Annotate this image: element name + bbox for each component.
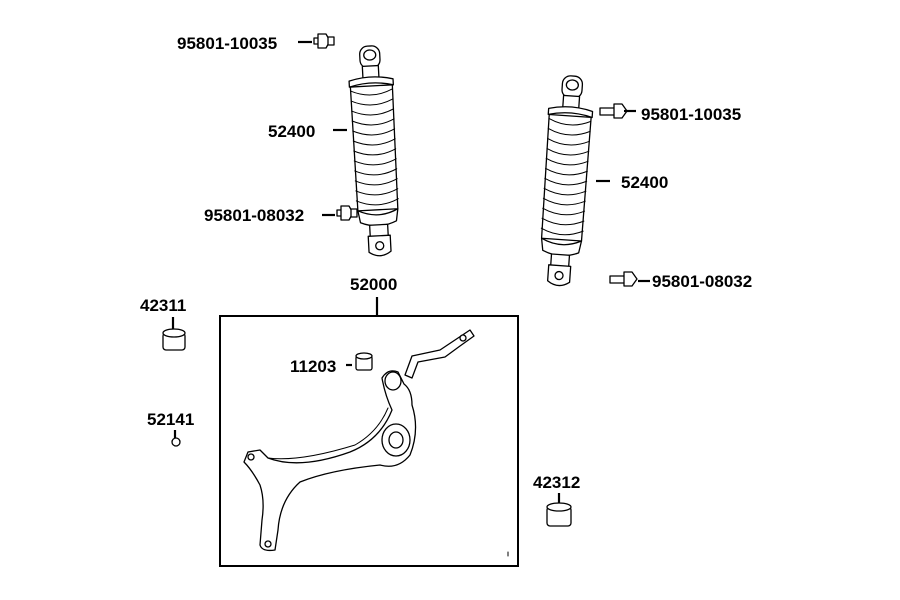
collar-42311-icon: [162, 328, 186, 351]
label-bracket-assembly: 52000: [350, 275, 397, 294]
label-collar-42311: 42311: [140, 296, 186, 315]
shock-absorber-right: [540, 75, 594, 287]
label-collar-11203: 11203: [290, 357, 336, 376]
bracket-icon: [243, 329, 475, 552]
label-nut-52141: 52141: [147, 410, 194, 429]
bolt-top-right-icon: [599, 103, 628, 119]
collar-11203-icon: [355, 352, 373, 371]
bracket-assembly-box: [219, 315, 519, 567]
bolt-bottom-left-icon: [336, 205, 358, 221]
nut-52141-icon: [171, 437, 181, 447]
label-shock-left: 52400: [268, 122, 315, 141]
label-shock-right: 52400: [621, 173, 668, 192]
label-bolt-bottom-right: 95801-08032: [652, 272, 752, 291]
label-collar-42312: 42312: [533, 473, 580, 492]
label-bolt-bottom-left: 95801-08032: [204, 206, 304, 225]
leader-lines: [171, 40, 650, 505]
shock-absorber-left: [348, 45, 399, 257]
label-bolt-top-left: 95801-10035: [177, 34, 277, 53]
bolt-bottom-right-icon: [609, 271, 638, 287]
label-bolt-top-right: 95801-10035: [641, 105, 741, 124]
bolt-top-left-icon: [313, 33, 335, 49]
collar-42312-icon: [546, 502, 572, 527]
